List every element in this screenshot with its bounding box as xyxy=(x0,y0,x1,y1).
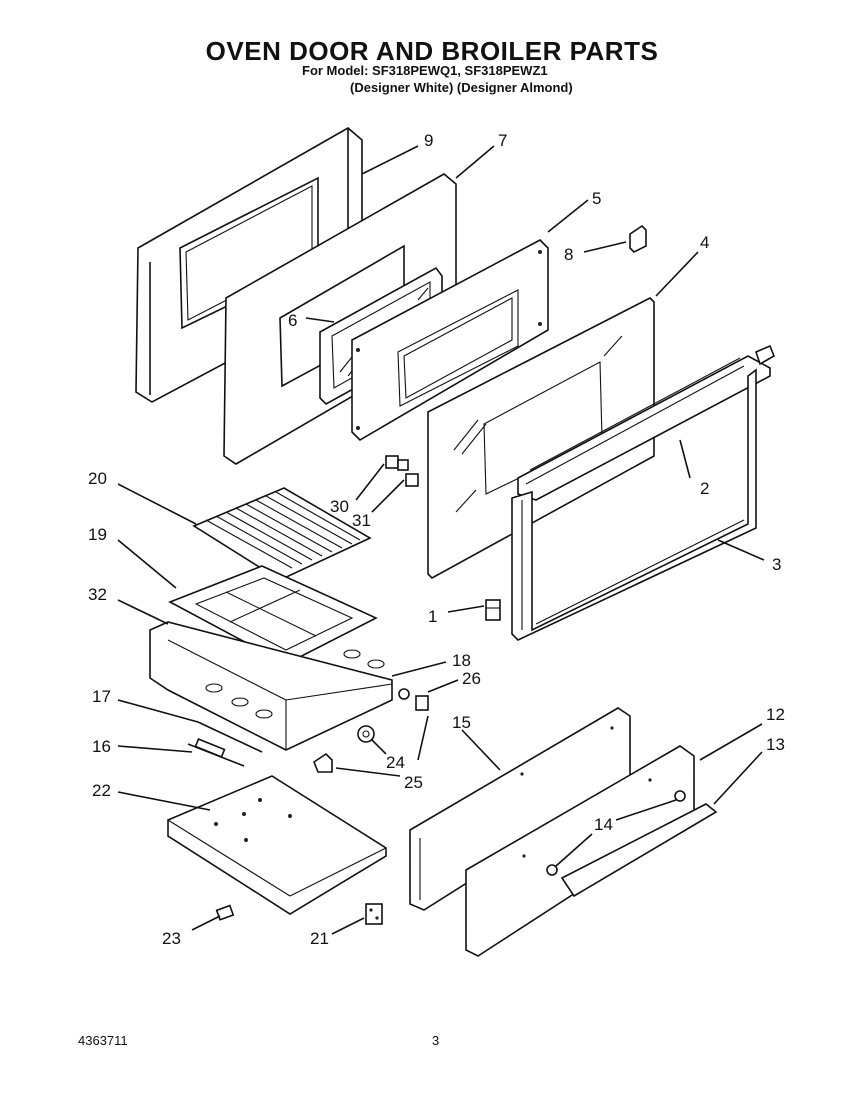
part-3-door-frame-lower xyxy=(511,368,757,641)
part-23-screw xyxy=(215,904,235,921)
callout-22: 22 xyxy=(92,781,111,800)
variant-line: (Designer White) (Designer Almond) xyxy=(350,80,573,95)
part-31-clip xyxy=(405,473,419,487)
callout-20: 20 xyxy=(88,469,107,488)
callout-21: 21 xyxy=(310,929,329,948)
callout-4: 4 xyxy=(700,233,709,252)
callout-31: 31 xyxy=(352,511,371,530)
leader-lines xyxy=(117,145,765,935)
callout-12: 12 xyxy=(766,705,785,724)
callout-32: 32 xyxy=(88,585,107,604)
callout-26: 26 xyxy=(462,669,481,688)
part-14-screw xyxy=(546,790,686,876)
callout-1: 1 xyxy=(428,607,437,626)
callout-30: 30 xyxy=(330,497,349,516)
callout-6: 6 xyxy=(288,311,297,330)
page-title: OVEN DOOR AND BROILER PARTS xyxy=(205,36,659,66)
callout-23: 23 xyxy=(162,929,181,948)
callout-14: 14 xyxy=(594,815,613,834)
callout-2: 2 xyxy=(700,479,709,498)
part-25-bracket xyxy=(313,752,333,773)
callout-18: 18 xyxy=(452,651,471,670)
part-24-bushing xyxy=(357,725,375,743)
part-13-handle xyxy=(560,803,718,898)
callout-17: 17 xyxy=(92,687,111,706)
part-17-rod xyxy=(197,721,263,753)
part-8-clip xyxy=(629,224,647,253)
part-21-bracket-plate xyxy=(365,903,383,925)
part-16-spring xyxy=(187,738,245,767)
callout-16: 16 xyxy=(92,737,111,756)
part-9-outer-door-panel xyxy=(135,127,363,403)
callout-25: 25 xyxy=(404,773,423,792)
callout-9: 9 xyxy=(424,131,433,150)
callout-5: 5 xyxy=(592,189,601,208)
part-32-broiler-drawer xyxy=(149,621,393,751)
part-30-clip xyxy=(385,455,409,471)
part-20-broiler-grid xyxy=(192,487,372,581)
callout-8: 8 xyxy=(564,245,573,264)
callout-15: 15 xyxy=(452,713,471,732)
callout-13: 13 xyxy=(766,735,785,754)
part-2-door-frame xyxy=(517,344,776,501)
part-22-broiler-shelf xyxy=(167,775,387,915)
page-number: 3 xyxy=(432,1033,440,1048)
document-number: 4363711 xyxy=(78,1033,128,1048)
callout-7: 7 xyxy=(498,131,507,150)
callout-24: 24 xyxy=(386,753,405,772)
callout-3: 3 xyxy=(772,555,781,574)
callout-19: 19 xyxy=(88,525,107,544)
part-26-knob xyxy=(398,688,429,711)
part-5-inner-door-liner xyxy=(351,239,549,442)
model-line: For Model: SF318PEWQ1, SF318PEWZ1 xyxy=(302,63,548,78)
part-1-hinge-block xyxy=(485,599,501,621)
